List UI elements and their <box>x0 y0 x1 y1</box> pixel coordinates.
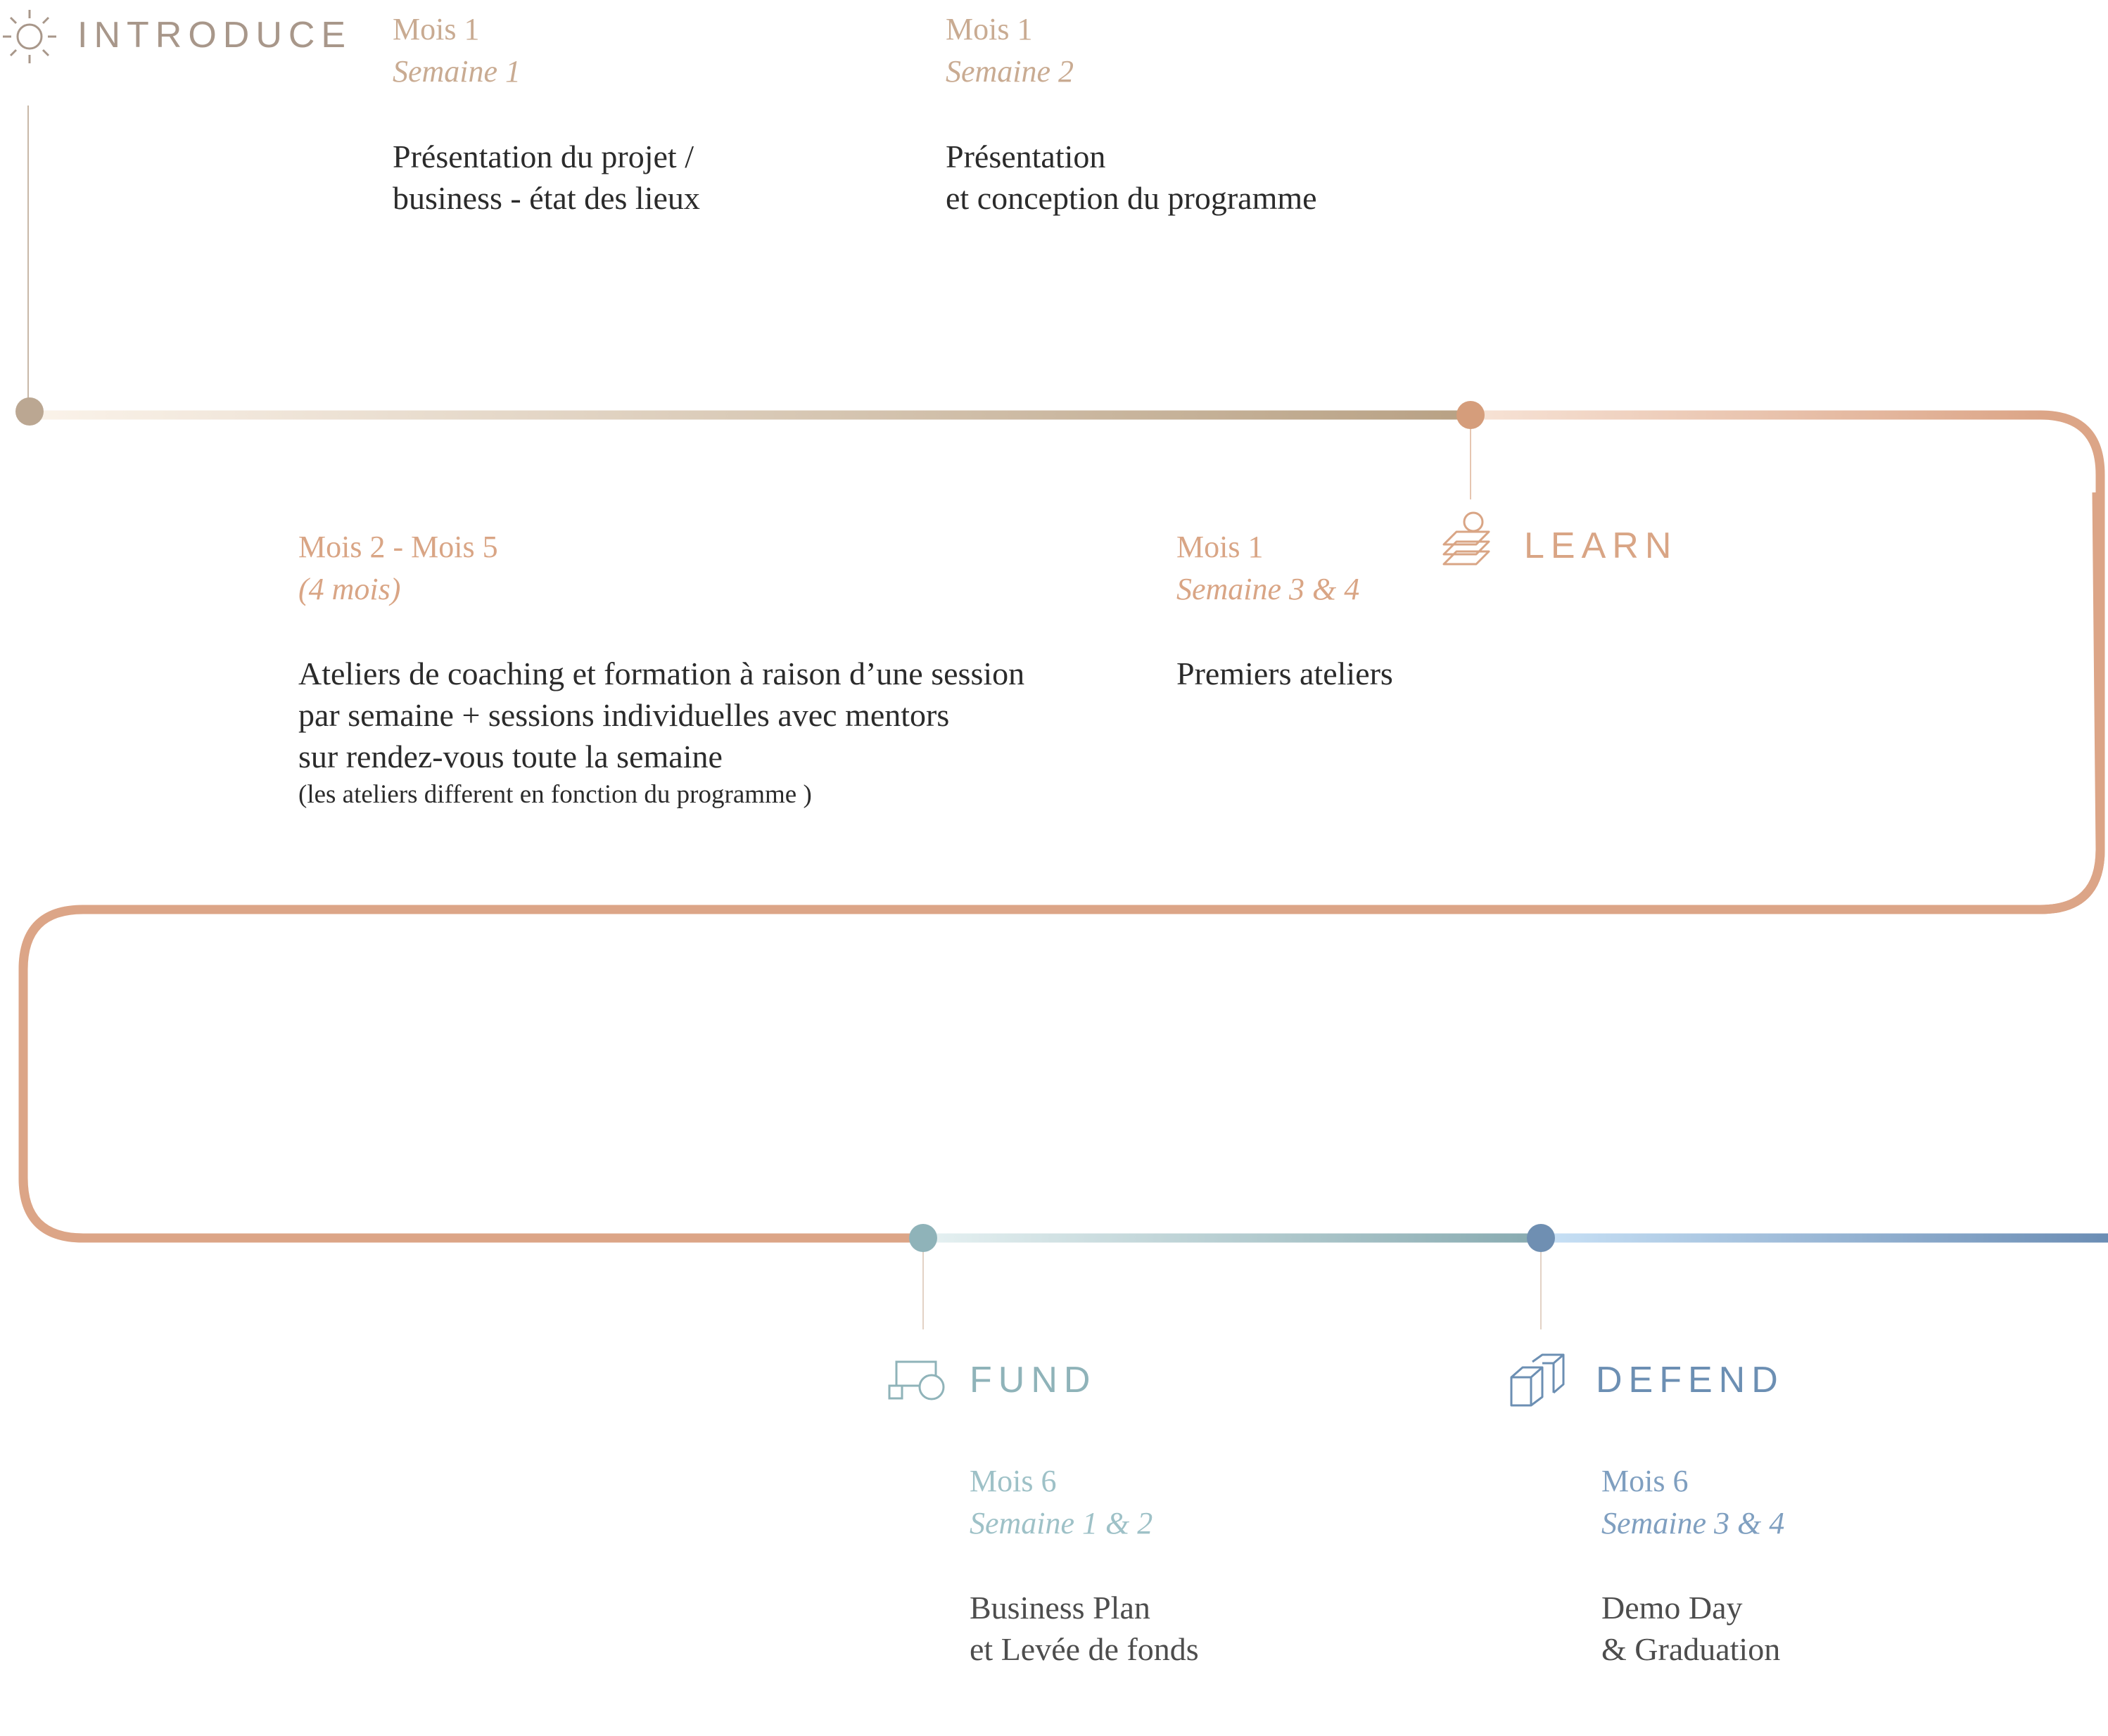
learn-step2-description: Ateliers de coaching et formation à rais… <box>298 653 1024 777</box>
fund-phase-label: FUND <box>970 1360 1097 1400</box>
introduce-step2-line-2: et conception du programme <box>946 180 1317 216</box>
learn-milestone-dot <box>1456 401 1485 429</box>
learn-step1-description: Premiers ateliers <box>1176 653 1393 694</box>
fund-milestone-dot <box>909 1224 937 1252</box>
shapes-icon <box>888 1360 945 1400</box>
introduce-step1-month: Mois 1 <box>393 12 480 46</box>
cubes-icon <box>1510 1353 1565 1407</box>
defend-step-month: Mois 6 <box>1601 1464 1689 1498</box>
learn-step2-line-2: par semaine + sessions individuelles ave… <box>298 697 950 733</box>
learn-step2-note: (les ateliers different en fonction du p… <box>298 780 812 809</box>
defend-step-line-2: & Graduation <box>1601 1631 1781 1667</box>
learn-step2-line-3: sur rendez-vous toute la semaine <box>298 739 723 774</box>
defend-milestone-dot <box>1527 1224 1555 1252</box>
learn-step1-month: Mois 1 <box>1176 530 1264 564</box>
introduce-step2-month: Mois 1 <box>946 12 1033 46</box>
learn-step2-week: (4 mois) <box>298 572 401 606</box>
fund-step-week: Semaine 1 & 2 <box>970 1506 1153 1540</box>
fund-step-month: Mois 6 <box>970 1464 1057 1498</box>
introduce-step1-line-1: Présentation du projet / <box>393 139 694 174</box>
fund-step-line-2: et Levée de fonds <box>970 1631 1199 1667</box>
layers-icon <box>1442 511 1490 566</box>
introduce-phase-label: INTRODUCE <box>77 15 353 56</box>
introduce-step2-description: Présentation et conception du programme <box>946 136 1317 219</box>
introduce-step2-week: Semaine 2 <box>946 54 1074 89</box>
defend-step-line-1: Demo Day <box>1601 1590 1743 1626</box>
sun-icon <box>3 10 56 63</box>
defend-step-week: Semaine 3 & 4 <box>1601 1506 1785 1540</box>
introduce-milestone-dot <box>15 397 44 426</box>
defend-step-description: Demo Day & Graduation <box>1601 1587 1780 1670</box>
introduce-step1-description: Présentation du projet / business - état… <box>393 136 700 219</box>
learn-step2-month: Mois 2 - Mois 5 <box>298 530 498 564</box>
introduce-step1-line-2: business - état des lieux <box>393 180 700 216</box>
learn-phase-label: LEARN <box>1524 525 1678 566</box>
learn-step2-line-1: Ateliers de coaching et formation à rais… <box>298 656 1025 691</box>
learn-step1-week: Semaine 3 & 4 <box>1176 572 1360 606</box>
introduce-step2-line-1: Présentation <box>946 139 1106 174</box>
fund-step-line-1: Business Plan <box>970 1590 1150 1626</box>
fund-step-description: Business Plan et Levée de fonds <box>970 1587 1199 1670</box>
introduce-step1-week: Semaine 1 <box>393 54 521 89</box>
defend-phase-label: DEFEND <box>1596 1360 1784 1400</box>
learn-step1-line-1: Premiers ateliers <box>1176 656 1393 691</box>
